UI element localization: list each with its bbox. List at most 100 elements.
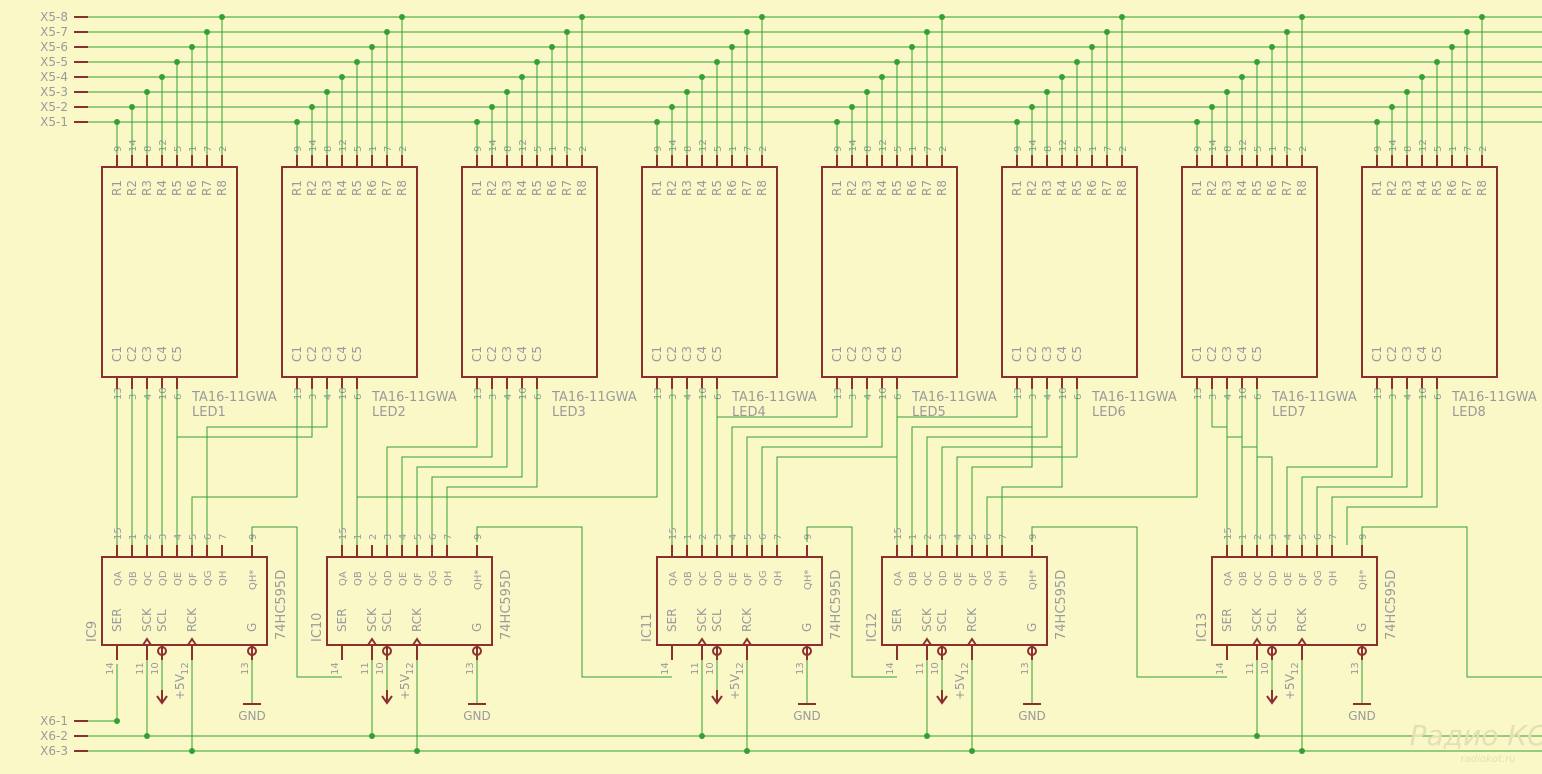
- row-pin-number: 14: [128, 139, 139, 152]
- ic-output-label: QD: [158, 570, 169, 586]
- col-pin-number: 4: [143, 394, 154, 400]
- row-pin-label: R1: [830, 180, 844, 196]
- row-pin-number: 8: [1403, 146, 1414, 152]
- ic-output-label: QB: [1238, 571, 1249, 586]
- ic-input-pin-number: 11: [690, 662, 701, 675]
- ic-input-label: SCK: [1250, 607, 1264, 632]
- row-junction: [1374, 119, 1380, 125]
- ic-output-pin-number: 6: [1313, 534, 1324, 540]
- row-junction: [1029, 104, 1035, 110]
- col-pin-label: C5: [890, 346, 904, 362]
- ic-output-label: QB: [908, 571, 919, 586]
- qh-label: QH*: [803, 570, 814, 590]
- row-junction: [204, 29, 210, 35]
- row-pin-number: 9: [833, 146, 844, 152]
- col-wire: [1331, 389, 1423, 545]
- ic-body: [101, 556, 268, 646]
- row-pin-label: R2: [1205, 180, 1219, 196]
- row-junction: [219, 14, 225, 20]
- row-pin-label: R2: [485, 180, 499, 196]
- row-pin-number: 9: [293, 146, 304, 152]
- col-wire: [716, 389, 838, 545]
- col-pin-label: C5: [1250, 346, 1264, 362]
- row-pin-number: 14: [668, 139, 679, 152]
- ic-output-pin-number: 7: [443, 534, 454, 540]
- row-junction: [1059, 74, 1065, 80]
- ic-input-pin-number: 13: [795, 662, 806, 675]
- sck-junction: [924, 733, 930, 739]
- row-junction: [669, 104, 675, 110]
- row-pin-number: 2: [578, 146, 589, 152]
- row-junction: [834, 119, 840, 125]
- col-pin-label: C5: [170, 346, 184, 362]
- row-pin-label: R8: [935, 180, 949, 196]
- watermark: Радио КОТradiokot.ru: [1410, 719, 1542, 765]
- ic-ref: IC11: [640, 613, 655, 642]
- scl-inversion-bubble: [937, 646, 947, 656]
- watermark-url: radiokot.ru: [1461, 754, 1516, 765]
- row-pin-number: 7: [923, 146, 934, 152]
- g-inversion-bubble: [247, 646, 257, 656]
- col-pin-number: 3: [1208, 394, 1219, 400]
- ic-output-label: QA: [1223, 571, 1234, 586]
- row-pin-label: R3: [1220, 180, 1234, 196]
- col-pin-label: C4: [1235, 346, 1249, 362]
- row-pin-number: 12: [1418, 139, 1429, 152]
- ic-ref: IC13: [1195, 613, 1210, 642]
- vcc-label: +5V: [953, 673, 967, 700]
- col-pin-number: 13: [653, 387, 664, 400]
- row-pin-number: 2: [1298, 146, 1309, 152]
- gnd-label: GND: [1348, 709, 1376, 723]
- row-pin-label: R1: [290, 180, 304, 196]
- row-junction: [144, 89, 150, 95]
- ic-input-pin-number: 14: [330, 662, 341, 675]
- row-pin-label: R4: [515, 180, 529, 196]
- ic-output-pin-number: 6: [758, 534, 769, 540]
- ic-input-pin-number: 11: [1245, 662, 1256, 675]
- row-junction: [1434, 59, 1440, 65]
- ic-input-label: G: [1355, 623, 1369, 632]
- col-pin-number: 10: [1238, 387, 1249, 400]
- col-pin-label: C1: [650, 346, 664, 362]
- col-pin-label: C1: [1370, 346, 1384, 362]
- led-body: [1001, 166, 1138, 378]
- row-pin-label: R3: [1400, 180, 1414, 196]
- ic-output-pin-number: 7: [218, 534, 229, 540]
- ic-output-pin-number: 3: [938, 534, 949, 540]
- row-pin-number: 9: [113, 146, 124, 152]
- row-pin-label: R7: [560, 180, 574, 196]
- led-body: [461, 166, 598, 378]
- led-ref: LED3: [552, 405, 586, 420]
- led-ref: LED4: [732, 405, 766, 420]
- col-pin-label: C4: [695, 346, 709, 362]
- row-pin-number: 2: [398, 146, 409, 152]
- col-pin-number: 3: [668, 394, 679, 400]
- col-pin-number: 3: [488, 394, 499, 400]
- ic-output-pin-number: 2: [1253, 534, 1264, 540]
- row-junction: [519, 74, 525, 80]
- row-junction: [1074, 59, 1080, 65]
- sck-clock-marker: [367, 637, 377, 646]
- row-pin-number: 14: [1208, 139, 1219, 152]
- col-pin-number: 3: [1028, 394, 1039, 400]
- col-wire: [956, 389, 1078, 545]
- ic-output-label: QG: [428, 570, 439, 586]
- ic-input-pin-number: 12: [405, 662, 416, 675]
- ic-input-label: G: [800, 623, 814, 632]
- col-pin-label: C2: [305, 346, 319, 362]
- ic-output-pin-number: 2: [698, 534, 709, 540]
- row-pin-label: R5: [530, 180, 544, 196]
- row-pin-number: 2: [938, 146, 949, 152]
- row-junction: [1464, 29, 1470, 35]
- col-wire: [1226, 389, 1243, 545]
- led-matrix-5: 9R114R28R312R45R51R67R72R813C13C24C310C4…: [821, 14, 997, 420]
- col-pin-label: C3: [680, 346, 694, 362]
- rck-junction: [189, 748, 195, 754]
- col-wire: [446, 389, 538, 545]
- ic-output-pin-number: 6: [203, 534, 214, 540]
- row-pin-number: 7: [563, 146, 574, 152]
- x6-net-label: X6-1: [40, 714, 68, 728]
- row-junction: [504, 89, 510, 95]
- ic-body: [326, 556, 493, 646]
